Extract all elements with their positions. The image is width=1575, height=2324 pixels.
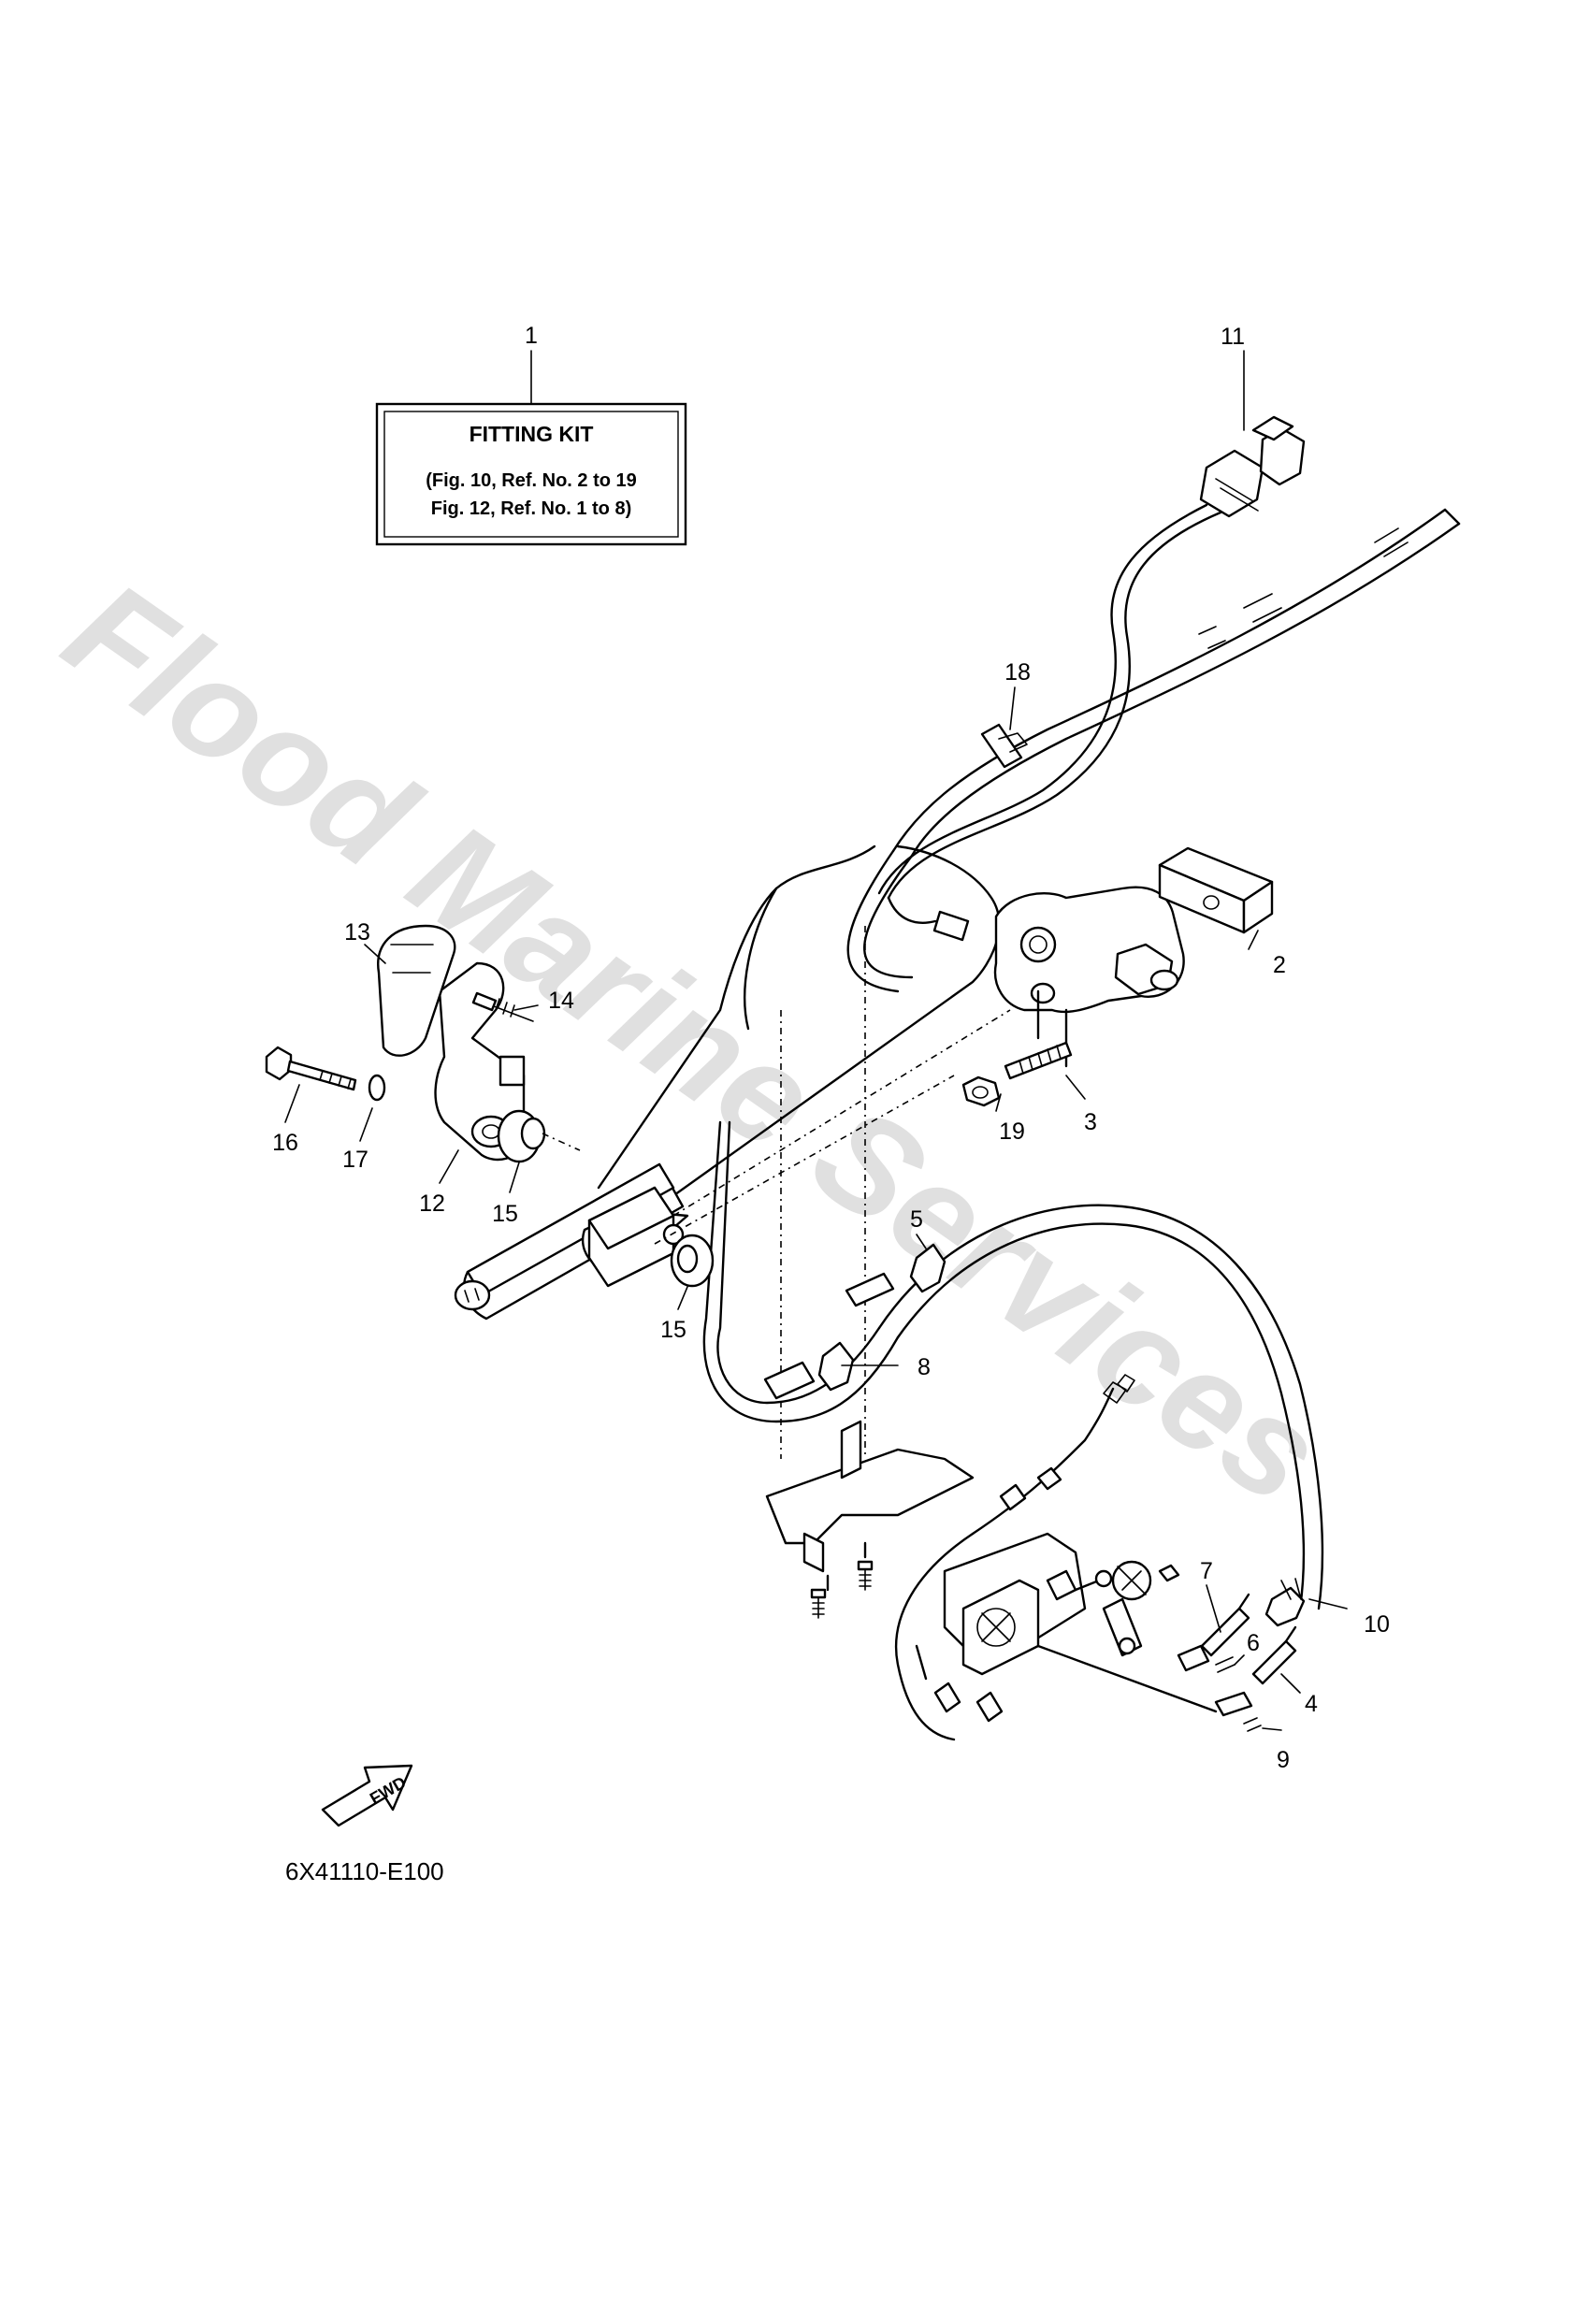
bushing-axis-line bbox=[542, 1133, 581, 1151]
rod-end-part-6 bbox=[1177, 1644, 1235, 1673]
callout-11: 11 bbox=[1221, 324, 1245, 350]
bushing-part-15-upper bbox=[497, 1109, 546, 1163]
callout-16: 16 bbox=[272, 1130, 298, 1156]
callout-5: 5 bbox=[910, 1206, 923, 1233]
rod-part-4 bbox=[1214, 1625, 1297, 1717]
bushing-part-15-lower bbox=[670, 1234, 715, 1288]
rod-part-7 bbox=[1200, 1593, 1250, 1657]
fitting-kit-title: FITTING KIT bbox=[470, 422, 594, 446]
callout-1: 1 bbox=[525, 323, 538, 349]
fitting-kit-box: FITTING KIT (Fig. 10, Ref. No. 2 to 19 F… bbox=[375, 402, 687, 546]
grip-bracket-part-12 bbox=[434, 961, 526, 1162]
bracket-screws bbox=[810, 1560, 874, 1619]
callout-12: 12 bbox=[419, 1191, 445, 1217]
callout-6: 6 bbox=[1247, 1630, 1260, 1656]
callout-numbers: 1 2 3 4 5 6 7 8 9 10 11 12 13 14 15 15 1… bbox=[272, 323, 1390, 1773]
stud-part-3 bbox=[1004, 1041, 1073, 1080]
fwd-arrow-icon: FWD bbox=[321, 1764, 413, 1827]
box-part-2 bbox=[1158, 846, 1274, 934]
clamp-part-8 bbox=[763, 1341, 855, 1400]
connector-part-11 bbox=[1199, 415, 1306, 518]
washer-part-17 bbox=[368, 1074, 386, 1102]
bolt-part-16 bbox=[265, 1046, 357, 1091]
remote-cables bbox=[846, 503, 1461, 993]
fitting-kit-ref-line-1: (Fig. 10, Ref. No. 2 to 19 bbox=[426, 470, 637, 491]
leader-lines bbox=[284, 350, 1348, 1731]
fitting-kit-ref-line-2: Fig. 12, Ref. No. 1 to 8) bbox=[431, 498, 631, 519]
callout-17: 17 bbox=[342, 1147, 368, 1173]
knob-part-13 bbox=[377, 924, 456, 1057]
callout-9: 9 bbox=[1277, 1747, 1290, 1773]
clamp-part-5 bbox=[845, 1243, 946, 1307]
callout-18: 18 bbox=[1004, 659, 1031, 686]
callout-14: 14 bbox=[548, 988, 574, 1014]
clip-part-10 bbox=[1264, 1578, 1306, 1627]
throttle-control-assembly bbox=[894, 1374, 1218, 1741]
cable-tie-part-18 bbox=[980, 723, 1028, 769]
screw-part-14 bbox=[471, 991, 534, 1022]
tiller-handle-body bbox=[454, 844, 1185, 1321]
callout-4: 4 bbox=[1305, 1691, 1318, 1717]
lower-bracket bbox=[765, 1420, 975, 1592]
harness-connector bbox=[887, 896, 970, 942]
callout-2: 2 bbox=[1273, 952, 1286, 978]
callout-10: 10 bbox=[1364, 1611, 1390, 1638]
callout-7: 7 bbox=[1200, 1558, 1213, 1584]
callout-8: 8 bbox=[918, 1354, 931, 1380]
callout-15-upper: 15 bbox=[492, 1201, 518, 1227]
callout-19: 19 bbox=[999, 1119, 1025, 1145]
drawing-code: 6X41110-E100 bbox=[285, 1857, 444, 1885]
callout-13: 13 bbox=[344, 919, 370, 945]
callout-15-lower: 15 bbox=[660, 1317, 686, 1343]
throttle-cam-lever bbox=[1102, 1560, 1180, 1657]
callout-3: 3 bbox=[1084, 1109, 1097, 1135]
clip-part-9 bbox=[1243, 1717, 1262, 1732]
nut-part-19 bbox=[961, 1075, 1001, 1107]
